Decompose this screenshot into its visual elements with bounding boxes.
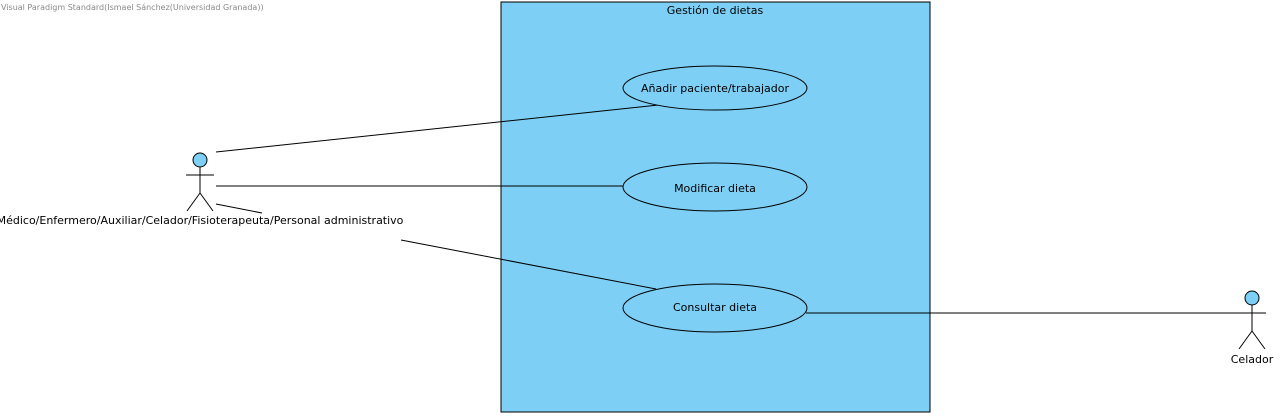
actor-right-leg: [1251, 330, 1266, 350]
watermark-text: Visual Paradigm Standard(Ismael Sánchez(…: [1, 3, 264, 12]
association-actor1-consultar-segment-a[interactable]: [215, 203, 263, 214]
use-case-label: Añadir paciente/trabajador: [641, 82, 789, 95]
use-case-consultar-dieta[interactable]: Consultar dieta: [622, 283, 808, 333]
actor-head[interactable]: [1244, 290, 1260, 306]
use-case-modificar-dieta[interactable]: Modificar dieta: [622, 162, 808, 212]
use-case-label: Modificar dieta: [674, 182, 756, 195]
actor-medico-enfermero[interactable]: Médico/Enfermero/Auxiliar/Celador/Fisiot…: [0, 152, 404, 227]
actor-label: Médico/Enfermero/Auxiliar/Celador/Fisiot…: [0, 214, 404, 227]
association-actor1-consultar-segment-b[interactable]: [400, 239, 657, 290]
use-case-ellipse[interactable]: [622, 283, 808, 333]
actor-left-leg: [186, 192, 201, 212]
use-case-label: Consultar dieta: [673, 301, 757, 314]
use-case-ellipse[interactable]: [622, 162, 808, 212]
use-case-ellipse[interactable]: [622, 65, 808, 111]
actor-head[interactable]: [192, 152, 208, 168]
actor-celador[interactable]: Celador: [1231, 290, 1274, 366]
association-actor1-anadir[interactable]: [215, 103, 669, 153]
actor-right-leg: [199, 192, 214, 212]
use-case-anadir-paciente[interactable]: Añadir paciente/trabajador: [622, 65, 808, 111]
system-title: Gestión de dietas: [667, 4, 764, 17]
actor-label: Celador: [1231, 353, 1274, 366]
actor-left-leg: [1238, 330, 1253, 350]
